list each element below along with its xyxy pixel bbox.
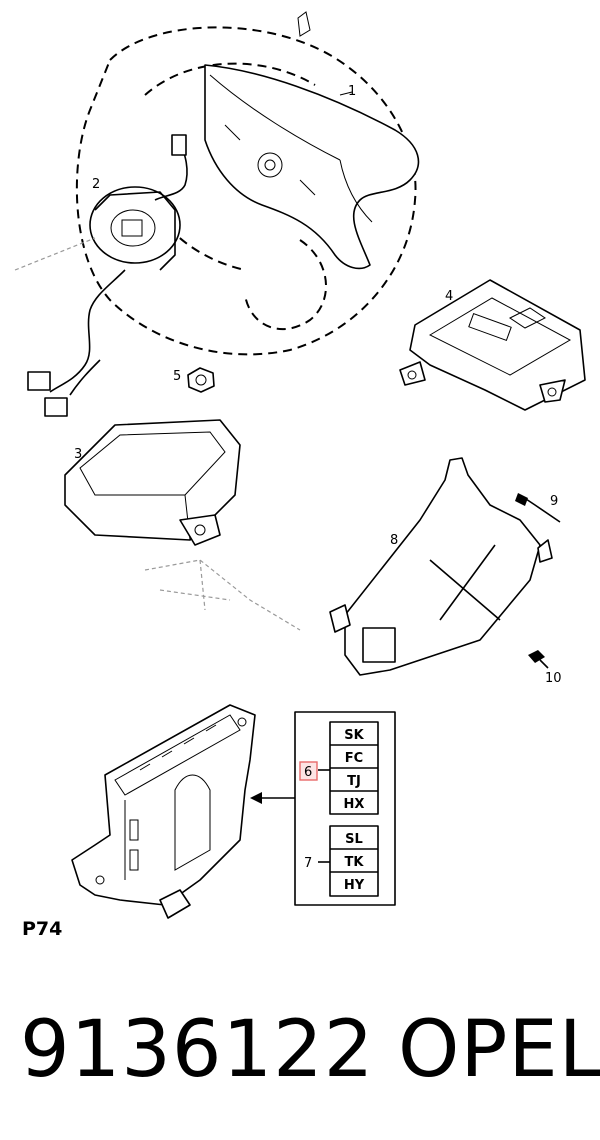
variant-sk: SK [344,728,364,743]
part-8-bracket [329,457,553,676]
callout-2: 2 [92,177,100,192]
callout-6-highlight [299,761,318,781]
part-9-pin [515,493,561,523]
variant-arrow [250,792,295,804]
footer: 9136122 OPEL [0,1000,600,1100]
callout-9: 9 [550,494,558,509]
part-number: 9136122 [20,1005,375,1095]
part-10-bolt [528,650,549,669]
variant-fc: FC [345,751,363,766]
callout-7: 7 [304,856,312,871]
part-5-nut [187,367,215,393]
variant-tk: TK [345,855,365,870]
brand-name: OPEL [398,1005,600,1095]
callout-10: 10 [545,671,562,686]
bottom-control-module [71,704,256,919]
variant-table: SK FC TJ HX SL TK HY [294,711,396,906]
part-2-clock-spring [14,134,188,417]
callout-8: 8 [390,533,398,548]
variant-hx: HX [344,797,365,812]
part-3-control-unit [64,419,301,631]
variant-tj: TJ [347,774,361,789]
callout-5: 5 [173,369,181,384]
steering-wheel-outline [75,26,417,356]
page-code: P74 [22,918,63,940]
variant-sl: SL [345,832,363,847]
variant-hy: HY [344,878,365,893]
callout-6: 6 [304,765,312,780]
callout-3: 3 [74,447,82,462]
part-4-airbag-ecu [399,279,586,411]
airbag-parts-diagram: SK FC TJ HX SL TK HY 1 2 3 4 5 6 7 8 9 1… [14,11,586,919]
callout-4: 4 [445,289,453,304]
callout-1: 1 [348,84,356,99]
part-1-airbag-module [204,11,420,270]
